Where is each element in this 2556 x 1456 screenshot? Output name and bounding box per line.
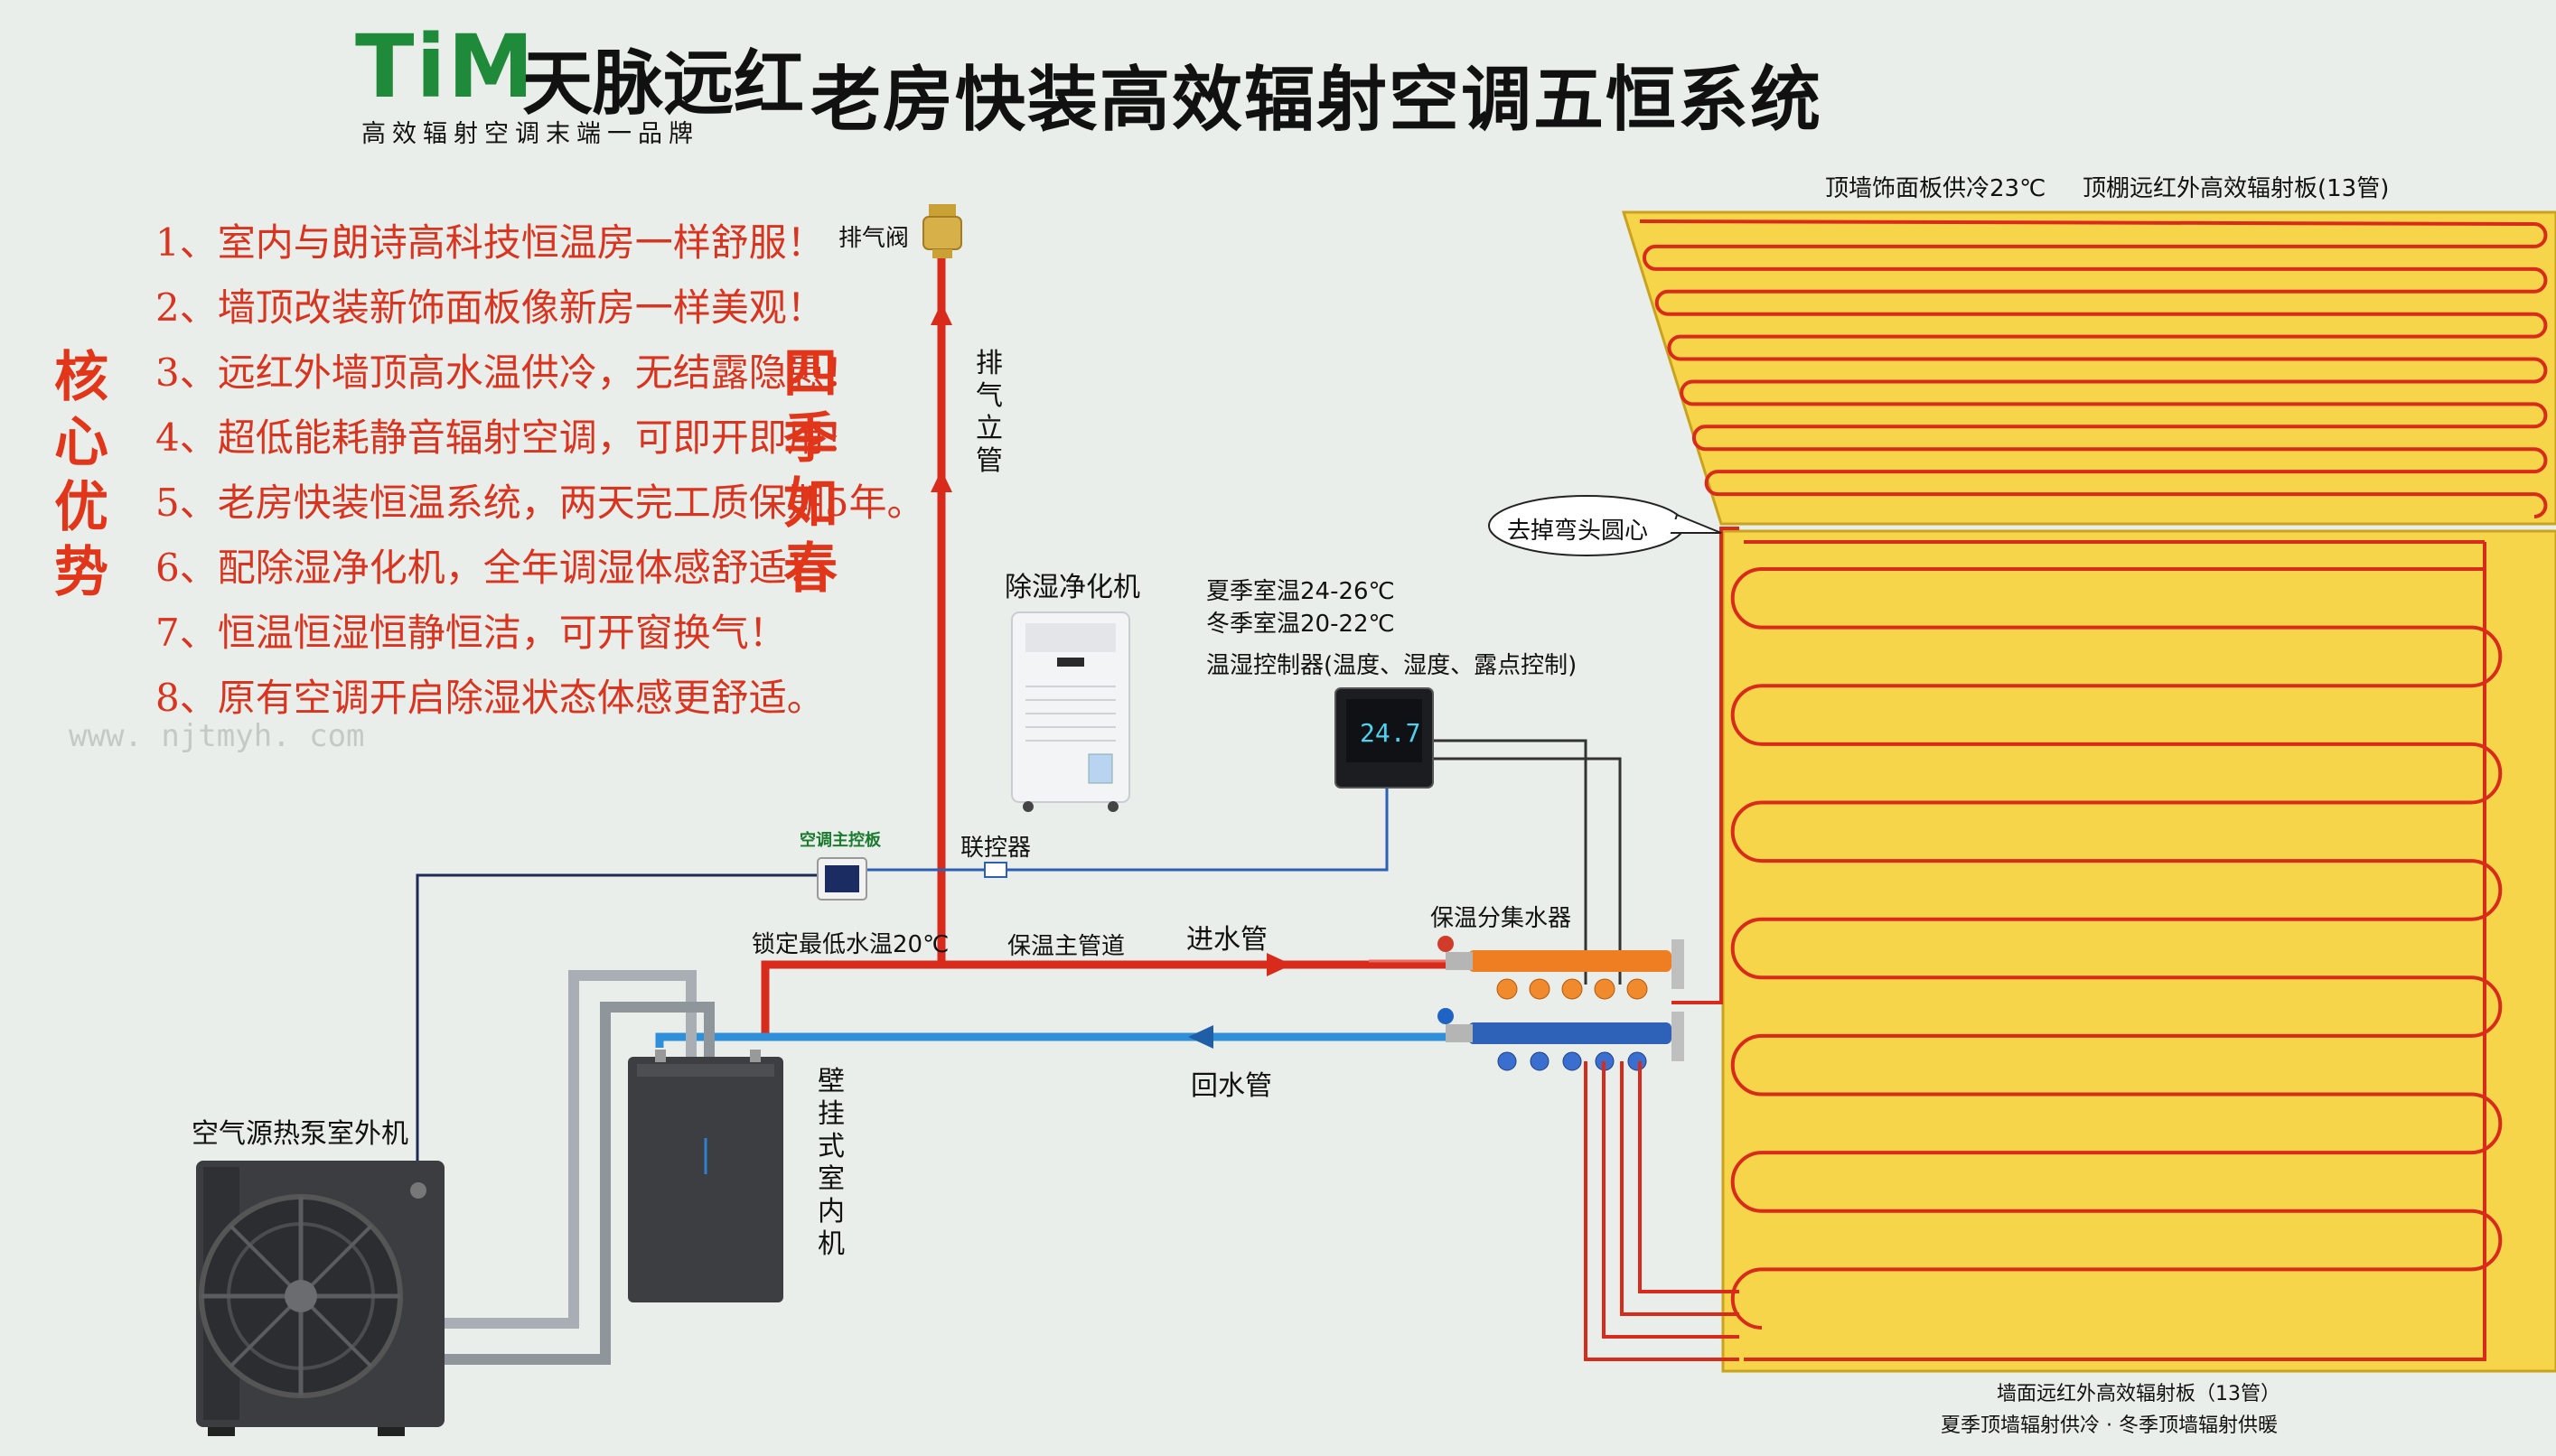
wall-panel-label: 墙面远红外高效辐射板（13管） [1997, 1383, 2280, 1405]
thermostat-icon [1334, 687, 1434, 789]
advantage-item-2: 2、墙顶改装新饰面板像新房一样美观！ [155, 285, 825, 330]
ceiling-panel [1621, 210, 2556, 526]
supply-tap [1496, 978, 1518, 1000]
ceiling-panel-label: 顶棚远红外高效辐射板(13管) [2083, 175, 2390, 202]
advantage-item-1: 1、室内与朗诗高科技恒温房一样舒服！ [155, 220, 825, 265]
return-tap [1627, 1051, 1647, 1071]
wall-coil-return [1744, 542, 2486, 1361]
season-note-label: 夏季顶墙辐射供冷 · 冬季顶墙辐射供暖 [1941, 1414, 2278, 1437]
thermostat-wire-1 [1432, 739, 1587, 985]
outdoor-unit [196, 1161, 445, 1436]
supply-tap [1594, 978, 1615, 1000]
return-tap [1562, 1051, 1582, 1071]
advantage-item-7: 7、恒温恒湿恒静恒洁，可开窗换气！ [155, 611, 787, 655]
supply-tap [1626, 978, 1648, 1000]
supply-arrow [1267, 953, 1292, 976]
return-pipe [655, 1032, 1446, 1048]
wall-coil [1730, 540, 2503, 1361]
thermostat-display: 24.7 [1360, 718, 1421, 748]
logo-mark: TiM [355, 16, 536, 117]
wall-feed-line-3 [1620, 1061, 1739, 1316]
bend-note-label: 去掉弯头圆心 [1507, 518, 1649, 545]
exhaust-valve-label: 排气阀 [838, 225, 910, 252]
advantages-list: 1、室内与朗诗高科技恒温房一样舒服！ 2、墙顶改装新饰面板像新房一样美观！ 3、… [155, 212, 924, 733]
thermostat-wire-2 [1432, 757, 1622, 985]
ceiling-coil-path [1639, 219, 2548, 518]
ceiling-coil [1639, 219, 2548, 518]
wall-feed-line-2 [1602, 1061, 1739, 1339]
controller-label: 空调主控板 [800, 831, 881, 850]
ceiling-feed-line [1671, 527, 1739, 1004]
controller-panel-icon [817, 857, 867, 901]
main-pipe-label: 保温主管道 [1007, 933, 1126, 960]
thermostat-label: 温湿控制器(温度、湿度、露点控制) [1206, 652, 1578, 679]
indoor-unit [628, 1050, 783, 1302]
supply-pipe [761, 960, 1446, 1039]
wall-feed-line-1 [1584, 1061, 1739, 1361]
lock-temp-label: 锁定最低水温20℃ [752, 931, 950, 958]
outdoor-unit-label: 空气源热泵室外机 [192, 1118, 408, 1150]
return-pipe-label: 回水管 [1191, 1070, 1272, 1102]
supply-pipe-label: 进水管 [1186, 924, 1268, 956]
brand-name: 天脉远红 [522, 43, 805, 125]
indoor-unit-label: 壁挂式室内机 [818, 1066, 845, 1260]
advantage-item-6: 6、配除湿净化机，全年调湿体感舒适！ [155, 546, 825, 590]
return-tap [1530, 1051, 1550, 1071]
control-wire-linkage [866, 786, 1389, 872]
return-arrow [1188, 1025, 1213, 1049]
season-label: 四季如春 [783, 342, 838, 601]
wall-panel [1721, 529, 2556, 1373]
advantage-item-8: 8、原有空调开启除湿状态体感更舒适。 [155, 676, 825, 720]
connect-pipe-2 [445, 1002, 715, 1365]
return-tap [1497, 1051, 1517, 1071]
advantages-label: 核心优势 [54, 346, 108, 604]
ceiling-supply-label: 顶墙饰面板供冷23℃ [1825, 175, 2046, 202]
summer-temp-label: 夏季室温24-26℃ [1206, 578, 1395, 605]
linkage-label: 联控器 [960, 835, 1032, 862]
exhaust-valve-icon [922, 204, 962, 258]
advantage-item-4: 4、超低能耗静音辐射空调，可即开即用！ [155, 415, 863, 460]
supply-tap [1561, 978, 1583, 1000]
manifold-label: 保温分集水器 [1430, 905, 1572, 932]
brand-slogan: 高效辐射空调末端一品牌 [361, 120, 699, 148]
dehumidifier-label: 除湿净化机 [1005, 572, 1140, 603]
page-title: 老房快装高效辐射空调五恒系统 [810, 60, 1823, 141]
watermark: www. njtmyh. com [69, 718, 365, 754]
exhaust-pipe-label: 排气立管 [976, 348, 1003, 477]
supply-tap [1529, 978, 1550, 1000]
control-wire-left [416, 873, 824, 1215]
riser-arrow-up-1 [931, 303, 952, 325]
winter-temp-label: 冬季室温20-22℃ [1206, 611, 1395, 638]
manifold [1437, 936, 1684, 1071]
dehumidifier-icon [1011, 611, 1130, 812]
wall-feed-line-4 [1638, 1061, 1739, 1293]
linkage-box [984, 862, 1007, 878]
manifold-feed-lines [1584, 527, 1739, 1361]
riser-arrow-up-2 [931, 470, 952, 492]
advantage-item-3: 3、远红外墙顶高水温供冷，无结露隐患！ [155, 350, 863, 395]
wall-coil-path [1730, 540, 2503, 1330]
advantage-item-5: 5、老房快装恒温系统，两天完工质保期5年。 [155, 481, 925, 525]
